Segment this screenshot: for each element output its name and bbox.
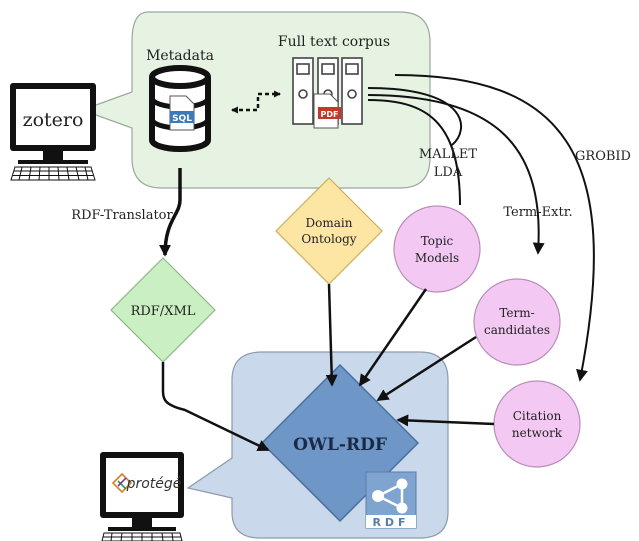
arrow-term-extr [367, 94, 545, 255]
citation-label: Citation [513, 409, 562, 423]
arrow-to-rdfxml [159, 168, 182, 257]
zotero-computer-icon: zotero [10, 83, 96, 181]
pdf-file-icon: PDF [313, 93, 341, 129]
metadata-label: Metadata [146, 48, 214, 64]
arrow-rdfxml-owl [161, 362, 270, 452]
arrow-citation-owl [396, 414, 495, 427]
arrow-term-owl [376, 335, 477, 402]
arrow-topic [367, 99, 461, 206]
arrow-mallet [367, 87, 463, 146]
arrow-ontology-owl [325, 283, 338, 387]
topic-label: Topic [421, 234, 454, 248]
term-extr-label: Term-Extr. [503, 205, 572, 220]
pdf-label: PDF [321, 110, 339, 119]
mallet-label: MALLET [419, 147, 477, 162]
database-icon [149, 65, 211, 152]
arrow-topic-owl [358, 288, 428, 387]
sql-file-icon: SQL [169, 95, 195, 131]
topic-models-circle [393, 205, 481, 293]
domain-ontology-diamond [275, 177, 383, 285]
lda-label: LDA [434, 165, 463, 180]
owl-rdf-label: OWL-RDF [293, 435, 387, 455]
ontology-label: Ontology [301, 232, 356, 246]
zotero-label: zotero [23, 109, 84, 131]
rdf-logo-label: RDF [372, 516, 409, 529]
arrow-grobid [394, 74, 595, 382]
protege-computer-icon: protégé [100, 452, 184, 541]
network-label: network [512, 426, 563, 440]
candidates-label: candidates [484, 323, 550, 337]
rdf-translator-label: RDF-Translator [71, 208, 173, 223]
protege-logo-icon [111, 472, 133, 494]
citation-network-circle [493, 380, 581, 468]
full-text-corpus-label: Full text corpus [278, 34, 390, 50]
rdf-logo-icon: RDF [365, 471, 417, 529]
domain-label: Domain [306, 216, 353, 230]
sql-label: SQL [172, 114, 192, 124]
term-candidates-circle [473, 278, 561, 366]
models-label: Models [415, 251, 459, 265]
sync-arrow [230, 90, 282, 114]
rdfxml-label: RDF/XML [131, 304, 196, 319]
grobid-label: GROBID [575, 149, 631, 164]
protege-label: protégé [126, 476, 182, 492]
term-label: Term- [499, 306, 534, 320]
